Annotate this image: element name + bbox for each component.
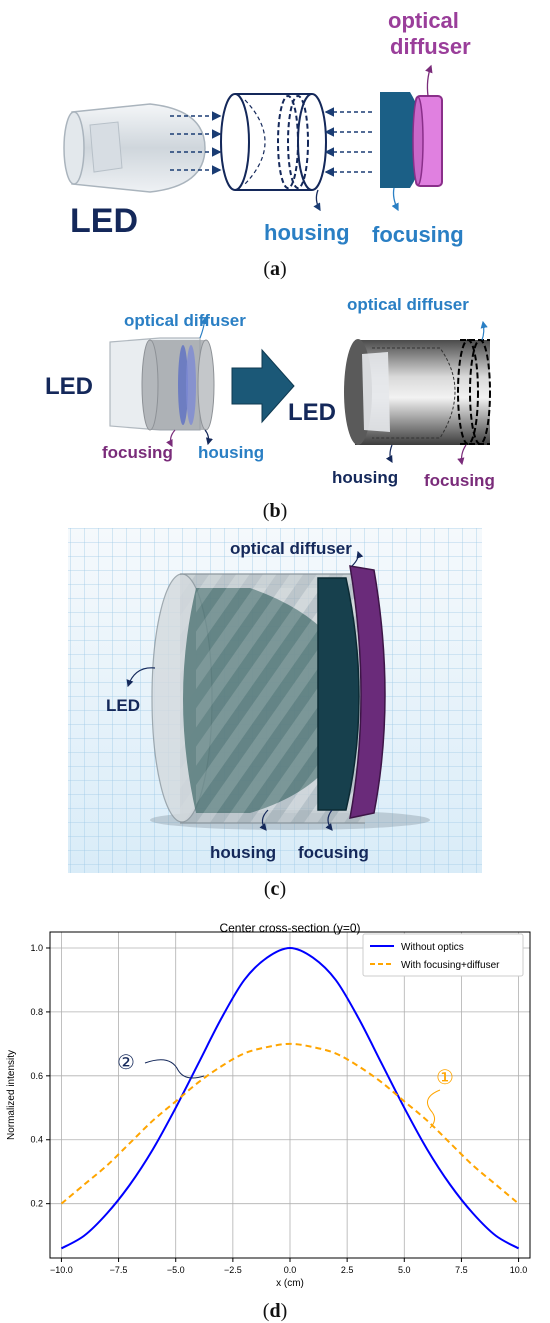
assembly-large-illustration [344, 339, 491, 445]
c-housing-label: housing [210, 843, 276, 862]
optical-diffuser-label-line1: optical [388, 8, 459, 33]
b-diffuser-left-label: optical diffuser [124, 311, 246, 330]
caption-d-letter: d [269, 1300, 281, 1322]
caption-b-letter: b [269, 500, 281, 522]
housing-label: housing [264, 220, 350, 245]
annotation-2: ② [117, 1052, 205, 1079]
diffuser-callout [425, 64, 433, 97]
x-axis-label: x (cm) [276, 1278, 304, 1289]
c-diffuser-illustration [349, 565, 386, 819]
legend-label-with-focusing: With focusing+diffuser [401, 960, 500, 971]
series-line-with-focusing [60, 1042, 520, 1205]
annotation-marker-1: ① [436, 1067, 454, 1089]
optical-diffuser-label-line2: diffuser [390, 34, 471, 59]
b-diffuser-right-label: optical diffuser [347, 295, 469, 314]
b-diffuser-callout-right [480, 320, 488, 341]
housing-callout [313, 189, 321, 212]
light-arrows-left [170, 111, 222, 175]
c-focusing-label: focusing [298, 843, 369, 862]
intensity-chart: −10.0 −7.5 −5.0 −2.5 0.0 2.5 5.0 7.5 10.0 0.2 0.4 0… [6, 921, 531, 1289]
b-housing-callout-left [204, 429, 213, 446]
y-tick-label: 1.0 [30, 943, 43, 953]
b-focusing-right-label: focusing [424, 471, 495, 490]
y-tick-label: 0.6 [30, 1071, 43, 1081]
x-tick-label: −10.0 [50, 1265, 73, 1275]
legend-box [362, 933, 524, 977]
b-housing-right-label: housing [332, 468, 398, 487]
chart-series [60, 946, 520, 1250]
chart-title: Center cross-section (y=0) [219, 921, 360, 935]
b-focusing-callout-left [166, 429, 176, 448]
x-tick-label: 5.0 [398, 1265, 411, 1275]
c-led-callout [126, 667, 156, 688]
panel-c-diagram: optical diffuser LED housing focusing [68, 528, 482, 873]
c-diffuser-callout [351, 550, 364, 567]
chart-ticks: −10.0 −7.5 −5.0 −2.5 0.0 2.5 5.0 7.5 10.0 0.2 0.4 0… [30, 943, 527, 1275]
c-focusing-callout [325, 809, 333, 831]
focusing-callout [391, 187, 399, 212]
x-tick-label: 10.0 [510, 1265, 528, 1275]
led-label: LED [70, 202, 138, 240]
assembly-arrow [231, 348, 295, 424]
panel-a-diagram: LED housing focusing optical diffuser [63, 8, 471, 247]
x-tick-label: −2.5 [224, 1265, 242, 1275]
x-tick-label: 0.0 [284, 1265, 297, 1275]
c-focusing-illustration [317, 577, 360, 811]
c-housing-illustration [151, 573, 365, 824]
x-tick-label: −5.0 [167, 1265, 185, 1275]
b-housing-callout-right [385, 444, 393, 464]
optical-diffuser-illustration [412, 95, 443, 187]
annotation-marker-2: ② [117, 1052, 135, 1074]
annotation-2-leader [144, 1059, 205, 1079]
c-diffuser-label: optical diffuser [230, 539, 352, 558]
x-tick-label: 2.5 [341, 1265, 354, 1275]
panel-c: optical diffuser LED housing focusing [0, 528, 550, 878]
light-arrows-right [324, 107, 372, 177]
annotation-1-leader [427, 1089, 441, 1129]
c-housing-callout [259, 809, 269, 831]
caption-c-letter: c [270, 878, 280, 900]
caption-d: (d) [262, 1300, 288, 1322]
panel-b-diagram: LED optical diffuser focusing housing LE… [45, 295, 495, 490]
chart-grid [50, 932, 530, 1258]
caption-a-letter: a [270, 258, 280, 280]
led-bulb-illustration [63, 103, 206, 193]
panel-d: −10.0 −7.5 −5.0 −2.5 0.0 2.5 5.0 7.5 10.0 0.2 0.4 0… [0, 904, 550, 1298]
b-focusing-left-label: focusing [102, 443, 173, 462]
panel-b: LED optical diffuser focusing housing LE… [0, 290, 550, 500]
c-led-label: LED [106, 696, 140, 715]
caption-c: (c) [263, 878, 287, 900]
assembly-small-illustration [109, 337, 215, 431]
annotation-1: ① [427, 1067, 454, 1129]
b-led-right-label: LED [288, 399, 336, 426]
x-tick-label: 7.5 [455, 1265, 468, 1275]
y-axis-label: Normalized intensity [6, 1050, 17, 1140]
housing-cylinder-illustration [220, 93, 327, 191]
b-focusing-callout-right [457, 444, 467, 466]
y-tick-label: 0.4 [30, 1135, 43, 1145]
legend-label-without-optics: Without optics [401, 942, 464, 953]
caption-b: (b) [262, 500, 288, 522]
y-tick-label: 0.8 [30, 1007, 43, 1017]
focusing-label: focusing [372, 222, 464, 247]
panel-a: LED housing focusing optical diffuser [0, 0, 550, 290]
chart-legend: Without optics With focusing+diffuser [362, 933, 524, 977]
x-tick-label: −7.5 [110, 1265, 128, 1275]
b-housing-left-label: housing [198, 443, 264, 462]
b-led-left-label: LED [45, 373, 93, 400]
series-line-without-optics [60, 946, 520, 1250]
caption-a: (a) [263, 258, 287, 280]
b-diffuser-callout-left [199, 316, 208, 339]
y-tick-label: 0.2 [30, 1199, 43, 1209]
